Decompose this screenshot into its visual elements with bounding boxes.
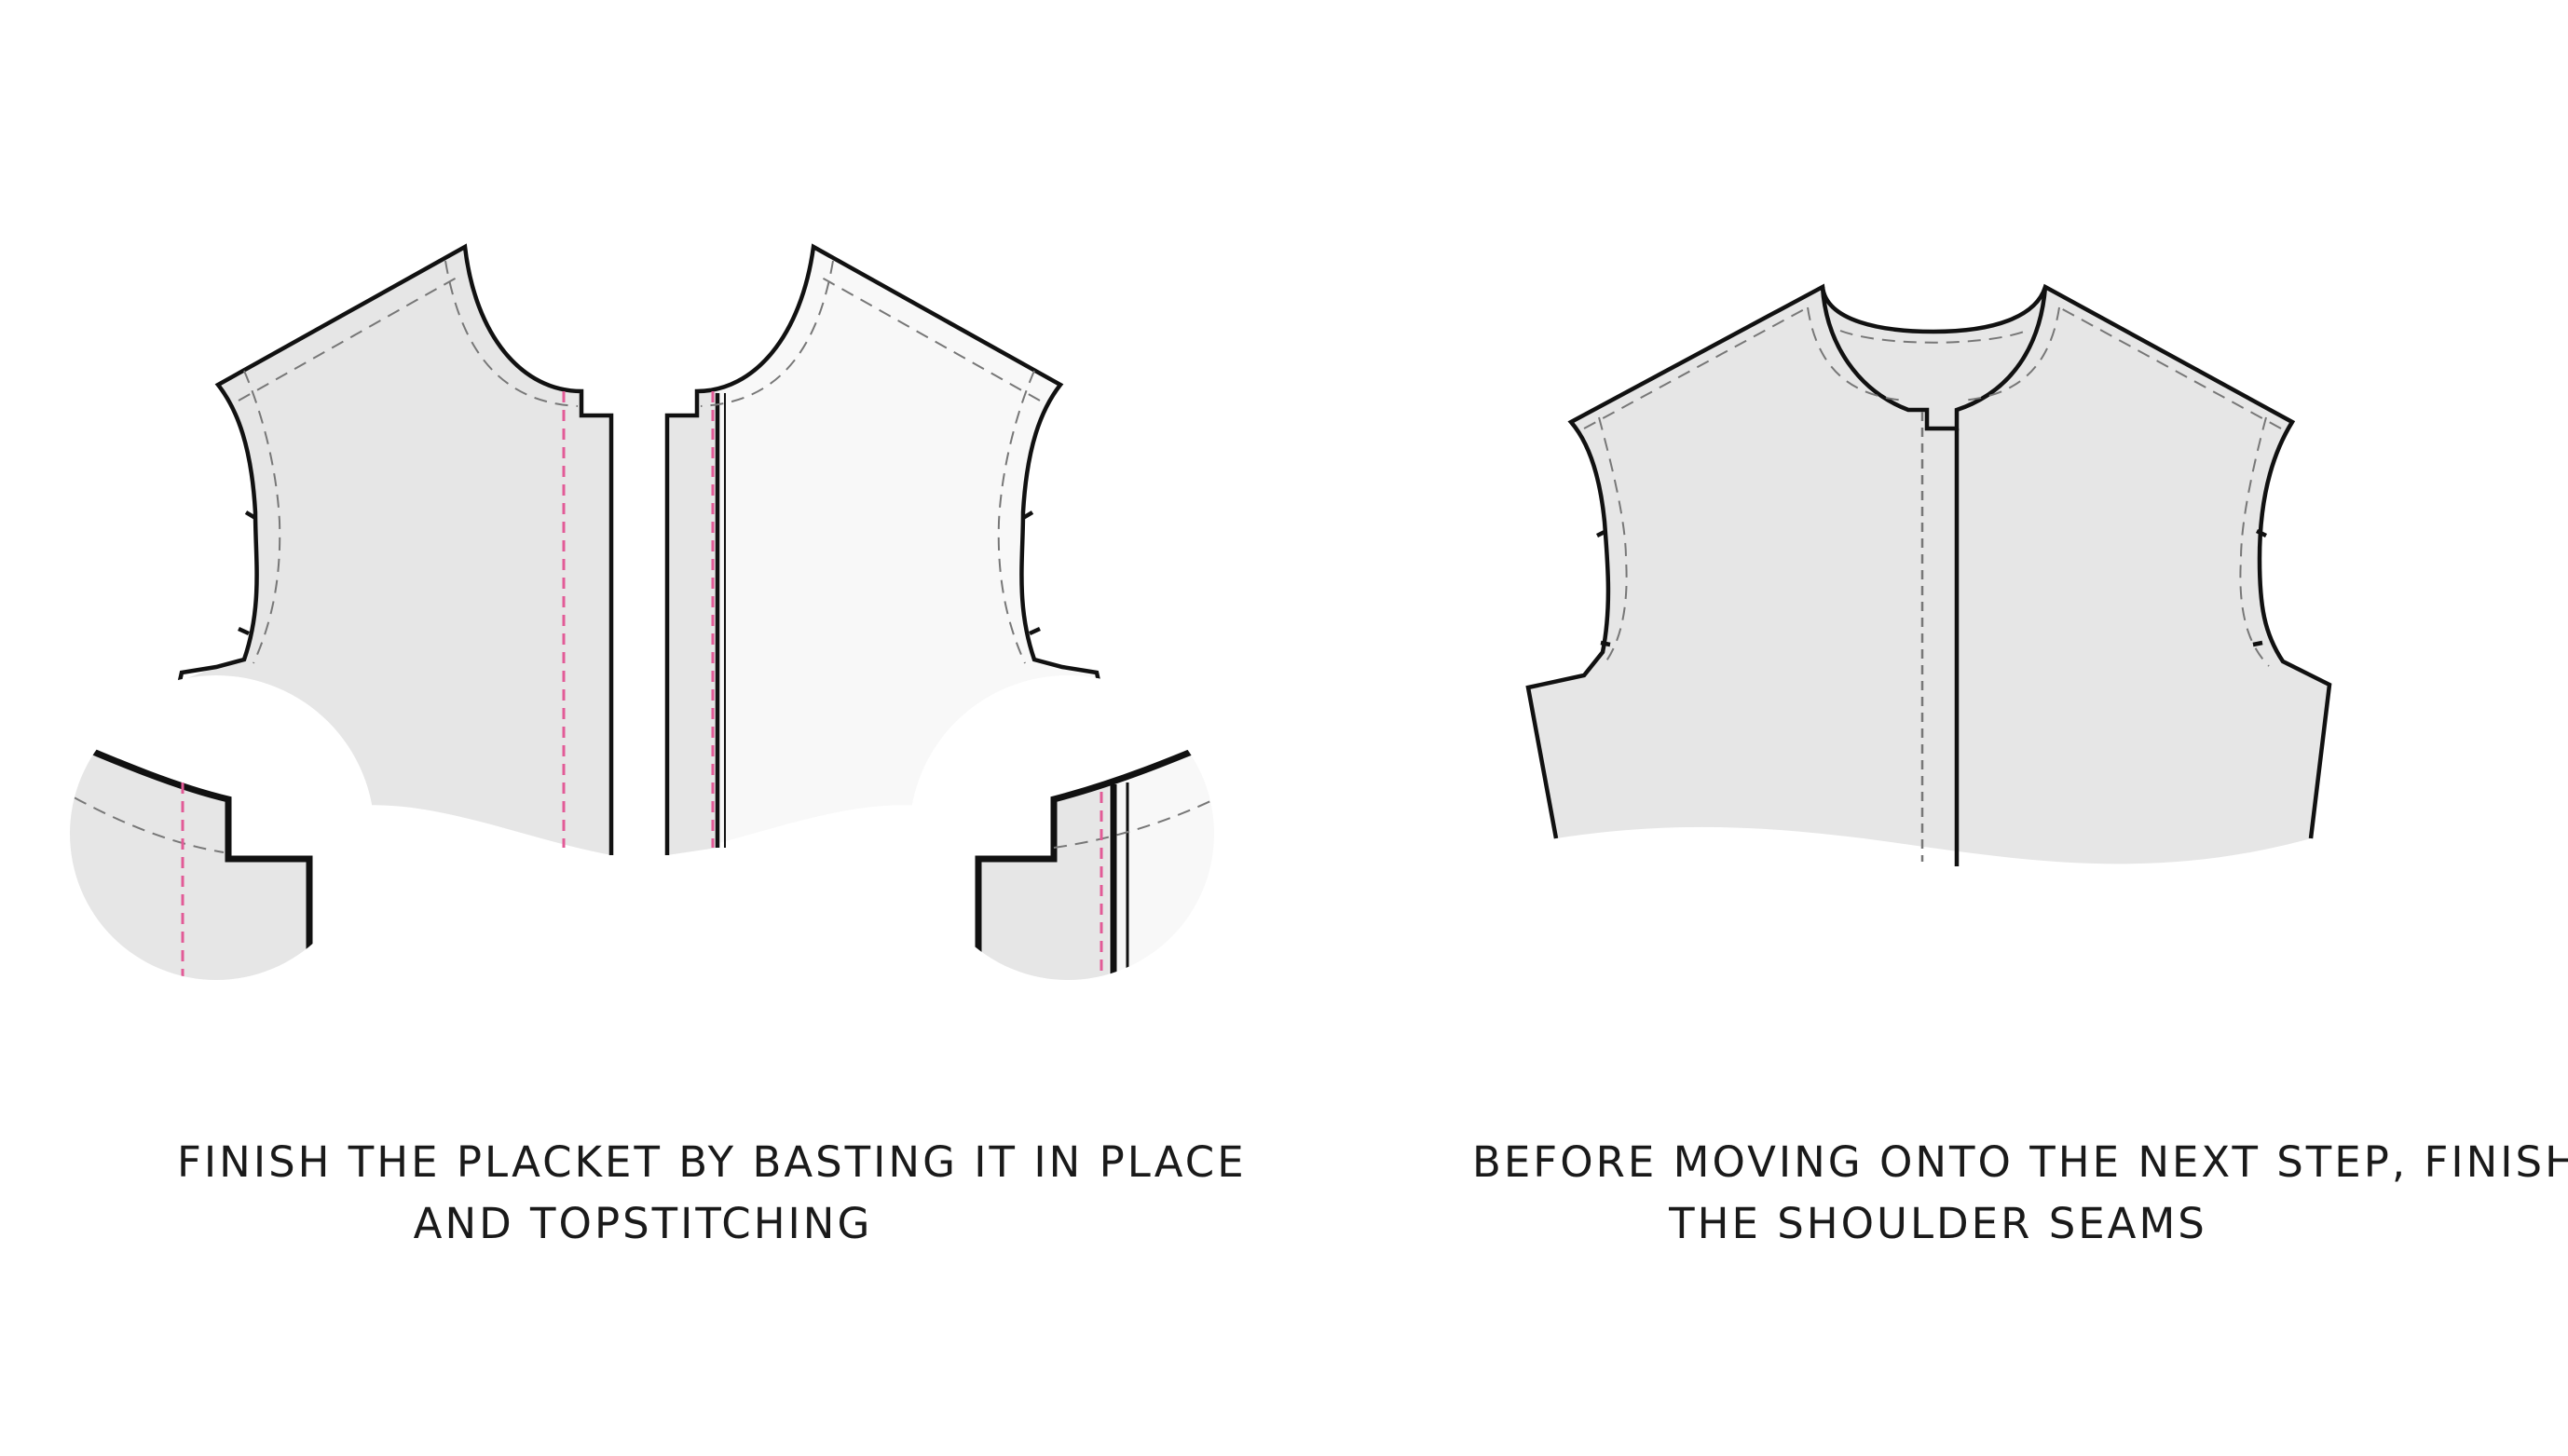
left-notch-1 xyxy=(244,510,257,520)
left-caption-line-1: FINISH THE PLACKET BY BASTING IT IN PLAC… xyxy=(177,1137,1247,1187)
right-notch-2 xyxy=(1029,626,1041,636)
right-caption-line-2: THE SHOULDER SEAMS xyxy=(1669,1199,2207,1248)
assembled-bodice-outline xyxy=(1525,283,2332,839)
right-detail-fabric-facing xyxy=(978,782,1109,980)
left-bodice-seam-allowance xyxy=(238,260,579,664)
right-bodice-facing xyxy=(667,391,717,855)
right-detail-seam-allowance xyxy=(1053,791,1214,849)
right-detail-magnifier xyxy=(909,675,1226,992)
assembled-notch-right-2 xyxy=(2252,640,2263,647)
left-detail-magnifier xyxy=(58,675,375,992)
left-bodice-outline xyxy=(177,243,614,855)
right-illustration xyxy=(1525,283,2332,866)
left-illustration xyxy=(58,243,1226,992)
left-detail-fabric xyxy=(70,736,309,980)
assembled-notch-right-1 xyxy=(2255,528,2268,538)
right-bodice-seam-allowance xyxy=(700,260,1041,664)
left-step-caption: FINISH THE PLACKET BY BASTING IT IN PLAC… xyxy=(177,1132,1247,1255)
assembled-notch-left-2 xyxy=(1600,640,1611,647)
right-caption-line-1: BEFORE MOVING ONTO THE NEXT STEP, FINISH xyxy=(1472,1137,2568,1187)
right-step-caption: BEFORE MOVING ONTO THE NEXT STEP, FINISH… xyxy=(1472,1132,2568,1255)
assembled-bodice-seam-allowance xyxy=(1583,306,2282,667)
assembled-notch-left-1 xyxy=(1595,528,1608,538)
right-notch-1 xyxy=(1021,510,1034,520)
assembled-bodice-fill xyxy=(1528,287,2329,864)
left-notch-2 xyxy=(238,626,250,636)
left-detail-seam-allowance xyxy=(70,786,225,853)
left-caption-line-2: AND TOPSTITCHING xyxy=(413,1199,873,1248)
right-bodice-outline xyxy=(664,243,1101,855)
neckline-outline xyxy=(1820,286,2048,431)
